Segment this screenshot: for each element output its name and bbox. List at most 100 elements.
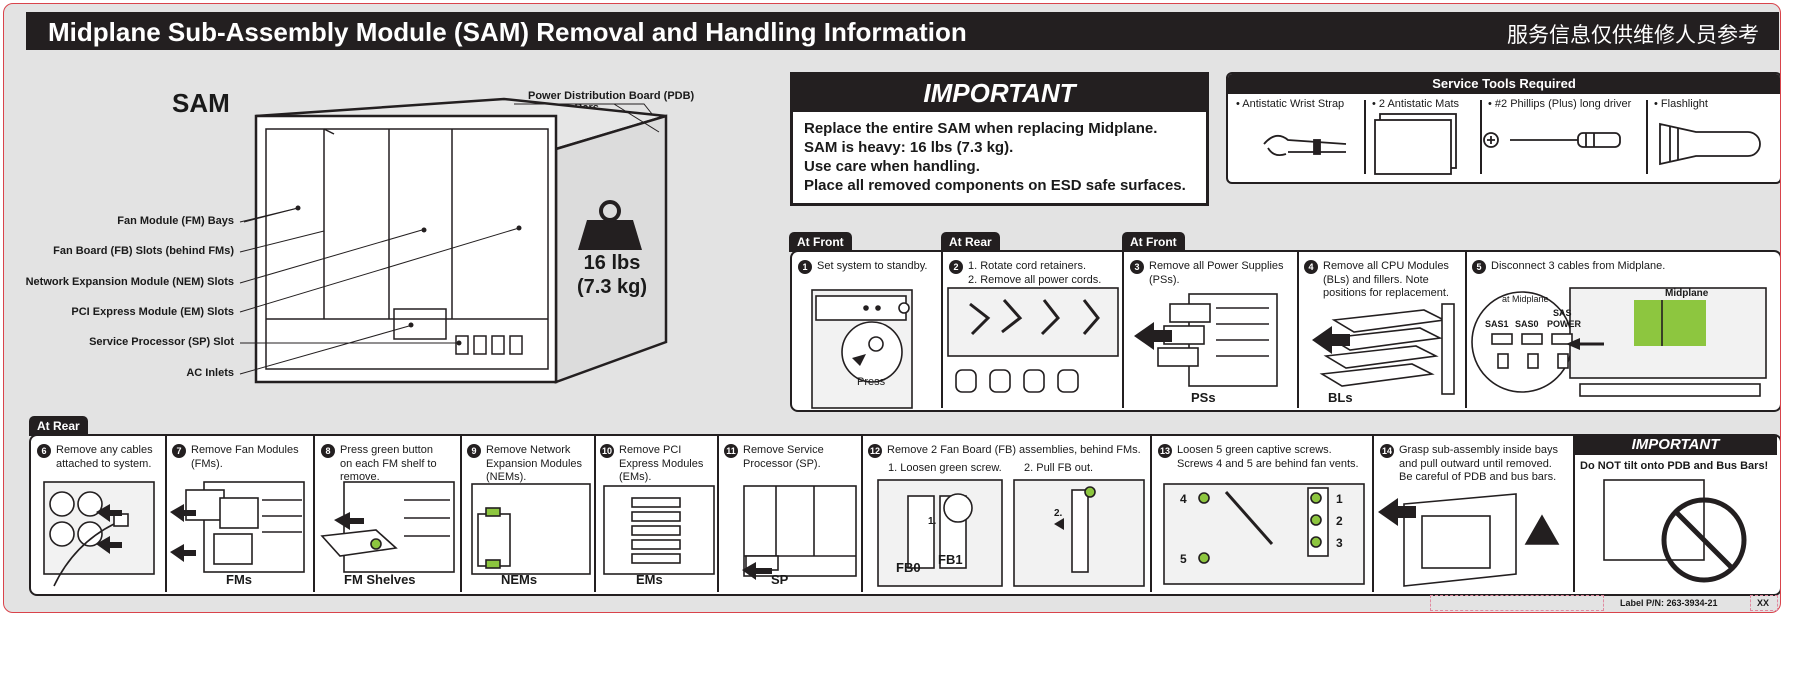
step-divider	[861, 436, 863, 592]
step-12-label: Remove 2 Fan Board (FB) assemblies, behi…	[887, 444, 1141, 456]
step-10-caption: EMs	[636, 572, 663, 587]
step-10-line-1: Remove PCI	[619, 444, 682, 456]
revision-code: XX	[1757, 598, 1770, 608]
step-8-line-3: remove.	[340, 471, 380, 483]
step-divider	[1573, 436, 1575, 592]
step-2-line-1: 1. Rotate cord retainers.	[968, 260, 1087, 272]
bottom-steps-illustrations	[43, 479, 1747, 587]
step-9-line-3: (NEMs).	[486, 471, 527, 483]
service-tools-heading: Service Tools Required	[1228, 74, 1780, 94]
tag-at-rear-2: At Rear	[29, 416, 88, 436]
tool-flashlight: • Flashlight	[1654, 98, 1708, 110]
step-divider	[594, 436, 596, 592]
step-divider	[941, 252, 943, 408]
service-label-sheet: Midplane Sub-Assembly Module (SAM) Remov…	[3, 3, 1781, 613]
step-divider	[313, 436, 315, 592]
sam-heading: SAM	[172, 88, 230, 118]
step-5-number: 5	[1472, 260, 1486, 274]
step-12-text: 12 Remove 2 Fan Board (FB) assemblies, be…	[868, 444, 1141, 458]
step-3-line-1: Remove all Power Supplies	[1149, 260, 1284, 272]
sas-power-label-2: POWER	[1547, 319, 1582, 329]
step-12-sub-2: 2. Pull FB out.	[1024, 462, 1094, 474]
step-13-line-2: Screws 4 and 5 are behind fan vents.	[1177, 458, 1359, 470]
step-7-number: 7	[172, 444, 186, 458]
step-divider	[1122, 252, 1124, 408]
step-4-line-3: positions for replacement.	[1323, 287, 1449, 299]
tools-icons	[1263, 113, 1761, 175]
important-2-heading: IMPORTANT	[1574, 435, 1777, 455]
screw-4-label: 4	[1180, 492, 1187, 506]
step-divider	[1297, 252, 1299, 408]
step-13-number: 13	[1158, 444, 1172, 458]
step-14-number: 14	[1380, 444, 1394, 458]
step-2-line-2: 2. Remove all power cords.	[968, 274, 1102, 286]
tag-at-rear-1: At Rear	[941, 232, 1000, 252]
important-line-2: SAM is heavy: 16 lbs (7.3 kg).	[804, 139, 1014, 156]
step-10-line-2: Express Modules	[619, 458, 704, 470]
step-12-mark-2: 2.	[1054, 508, 1063, 519]
sas0-label: SAS0	[1515, 319, 1539, 329]
page-title: Midplane Sub-Assembly Module (SAM) Remov…	[48, 17, 967, 47]
tool-phillips-driver: • #2 Phillips (Plus) long driver	[1488, 98, 1632, 110]
step-8-number: 8	[321, 444, 335, 458]
label-part-number: Label P/N: 263-3934-21	[1620, 598, 1718, 608]
fb0-label: FB0	[896, 560, 921, 575]
sas-power-label-1: SAS	[1553, 308, 1572, 318]
step-3-line-2: (PSs).	[1149, 274, 1180, 286]
screw-1-label: 1	[1336, 492, 1343, 506]
step-9-line-2: Expansion Modules	[486, 458, 583, 470]
step-3-caption: PSs	[1191, 390, 1216, 405]
step-6-line-1: Remove any cables	[56, 444, 153, 456]
important-heading: IMPORTANT	[793, 75, 1206, 112]
important-line-3: Use care when handling.	[804, 158, 980, 175]
step-8-caption: FM Shelves	[344, 572, 416, 587]
step-13-line-1: Loosen 5 green captive screws.	[1177, 444, 1332, 456]
rev-box	[1750, 595, 1778, 611]
sam-illustration	[239, 97, 668, 384]
screw-5-label: 5	[1180, 552, 1187, 566]
step-7-line-1: Remove Fan Modules	[191, 444, 299, 456]
step-divider	[165, 436, 167, 592]
step-4-number: 4	[1304, 260, 1318, 274]
step-10-line-3: (EMs).	[619, 471, 652, 483]
step-14-line-2: and pull outward until removed.	[1399, 458, 1552, 470]
step-12-number: 12	[868, 444, 882, 458]
at-midplane-label: at Midplane	[1502, 294, 1549, 304]
step-8-line-1: Press green button	[340, 444, 433, 456]
tool-wrist-strap: • Antistatic Wrist Strap	[1236, 98, 1345, 110]
step-8-line-2: on each FM shelf to	[340, 458, 437, 470]
important-line-4: Place all removed components on ESD safe…	[804, 177, 1186, 194]
step-1-label: Set system to standby.	[817, 260, 928, 272]
tool-divider	[1480, 100, 1482, 174]
midplane-label: Midplane	[1665, 288, 1709, 299]
step-5-label: Disconnect 3 cables from Midplane.	[1491, 260, 1666, 272]
weight-lbs: 16 lbs	[583, 252, 641, 274]
callout-fm-bays: Fan Module (FM) Bays	[117, 215, 234, 227]
step-divider	[717, 436, 719, 592]
important-2-text: Do NOT tilt onto PDB and Bus Bars!	[1580, 460, 1769, 472]
callout-sp-slot: Service Processor (SP) Slot	[89, 336, 234, 348]
tag-at-front-1: At Front	[789, 232, 852, 252]
step-11-caption: SP	[771, 572, 789, 587]
tool-antistatic-mats: • 2 Antistatic Mats	[1372, 98, 1459, 110]
step-9-line-1: Remove Network	[486, 444, 571, 456]
tool-divider	[1646, 100, 1648, 174]
screw-3-label: 3	[1336, 536, 1343, 550]
sas1-label: SAS1	[1485, 319, 1509, 329]
tag-at-front-2: At Front	[1122, 232, 1185, 252]
fb1-label: FB1	[938, 552, 963, 567]
step-9-caption: NEMs	[501, 572, 538, 587]
step-4-caption: BLs	[1328, 390, 1353, 405]
step-divider	[1465, 252, 1467, 408]
weight-kg: (7.3 kg)	[576, 276, 648, 298]
step-2-number: 2	[949, 260, 963, 274]
press-label: Press	[857, 376, 886, 388]
step-11-line-2: Processor (SP).	[743, 458, 821, 470]
step-13-text: 13 Loosen 5 green captive screws. Screws …	[1158, 444, 1359, 471]
